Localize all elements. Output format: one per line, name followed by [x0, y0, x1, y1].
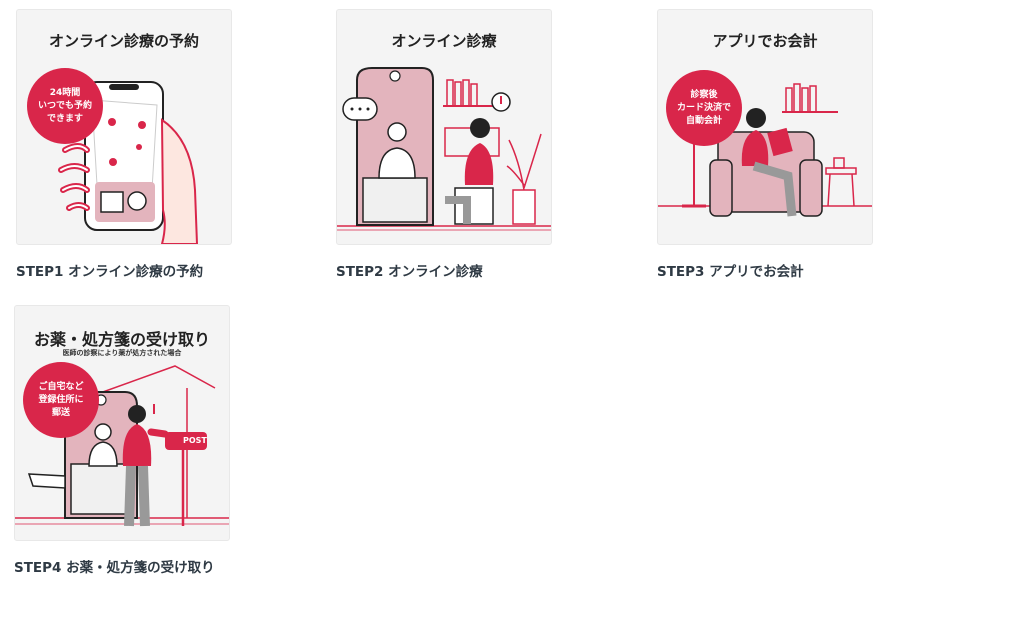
badge-delivery: ご自宅など 登録住所に 郵送 [23, 362, 99, 438]
step3-illustration: アプリでお会計 診察後 カード決済で 自動会計 [657, 9, 873, 245]
phone-booking-illustration [58, 81, 199, 244]
step-caption[interactable]: STEP2 オンライン診療 [336, 264, 483, 280]
online-consultation-illustration [337, 67, 551, 231]
image-subtitle: 医師の診察により薬が処方された場合 [62, 349, 182, 357]
app-payment-illustration [658, 83, 872, 217]
post-label: POST [183, 436, 207, 445]
image-title: お薬・処方箋の受け取り [33, 330, 210, 349]
step1-illustration: オンライン診療の予約 24時間 いつでも予約 できます [16, 9, 232, 245]
step-caption[interactable]: STEP3 アプリでお会計 [657, 264, 804, 280]
step4-illustration: お薬・処方箋の受け取り 医師の診察により薬が処方された場合 ご自宅など 登録住所… [14, 305, 230, 541]
step-card-1[interactable]: オンライン診療の予約 24時間 いつでも予約 できます STEP1 オンライン診… [16, 9, 234, 286]
image-title: オンライン診療 [391, 32, 497, 50]
step-caption[interactable]: STEP1 オンライン診療の予約 [16, 264, 204, 280]
image-title: アプリでお会計 [712, 32, 818, 50]
step-card-4[interactable]: お薬・処方箋の受け取り 医師の診察により薬が処方された場合 ご自宅など 登録住所… [14, 305, 232, 582]
step-caption[interactable]: STEP4 お薬・処方箋の受け取り [14, 560, 215, 576]
step2-illustration: オンライン診療 [336, 9, 552, 245]
step-card-2[interactable]: オンライン診療 STEP2 オンライン診療 [336, 9, 554, 286]
badge-payment: 診察後 カード決済で 自動会計 [666, 70, 742, 146]
badge-24h: 24時間 いつでも予約 できます [27, 68, 103, 144]
image-title: オンライン診療の予約 [48, 32, 199, 50]
step-card-3[interactable]: アプリでお会計 診察後 カード決済で 自動会計 STEP3 アプリでお会計 [657, 9, 875, 286]
